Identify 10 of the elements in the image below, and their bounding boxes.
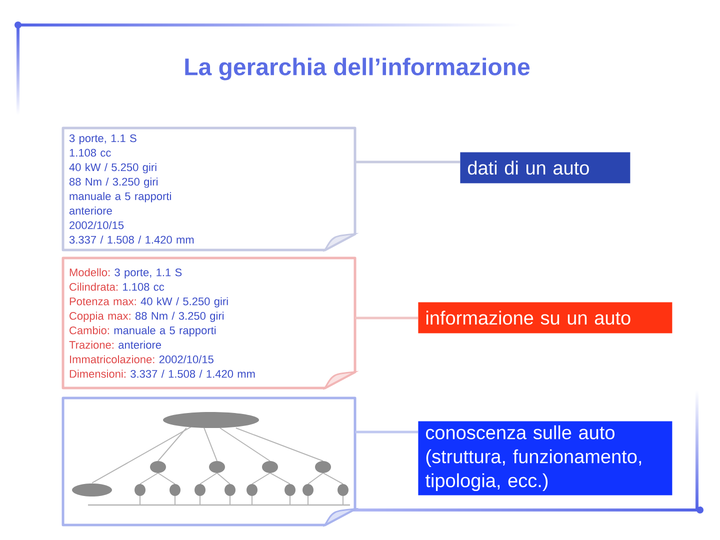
callout-box: Modello: 3 porte, 1.1 S Cilindrata: 1.108 cc Potenza max: 40 kW / 5.250 giri Coppia max: 88 Nm / 3.250 giri Cambio: manuale a 5 rapporti Trazione: anteriore Immatricolazione: 2002/10/15 Dimensioni: 3.337 / 1.508 / 1.420 mm (62, 256, 356, 390)
connector-line (355, 430, 418, 434)
callout-box: 3 porte, 1.1 S 1.108 cc 40 kW / 5.250 giri 88 Nm / 3.250 giri manuale a 5 rapporti anteriore 2002/10/15 3.337 / 1.508 / 1.420 mm (62, 126, 356, 252)
connector-line (355, 316, 418, 320)
label-box: dati di un auto (460, 152, 630, 184)
connector-line (355, 160, 460, 164)
label-box: informazione su un auto (418, 302, 672, 334)
label-box: conoscenza sulle auto (struttura, funzionamento, tipologia, ecc.) (418, 421, 672, 496)
callout-box (62, 396, 356, 526)
title: La gerarchia dell’informazione (185, 58, 530, 80)
